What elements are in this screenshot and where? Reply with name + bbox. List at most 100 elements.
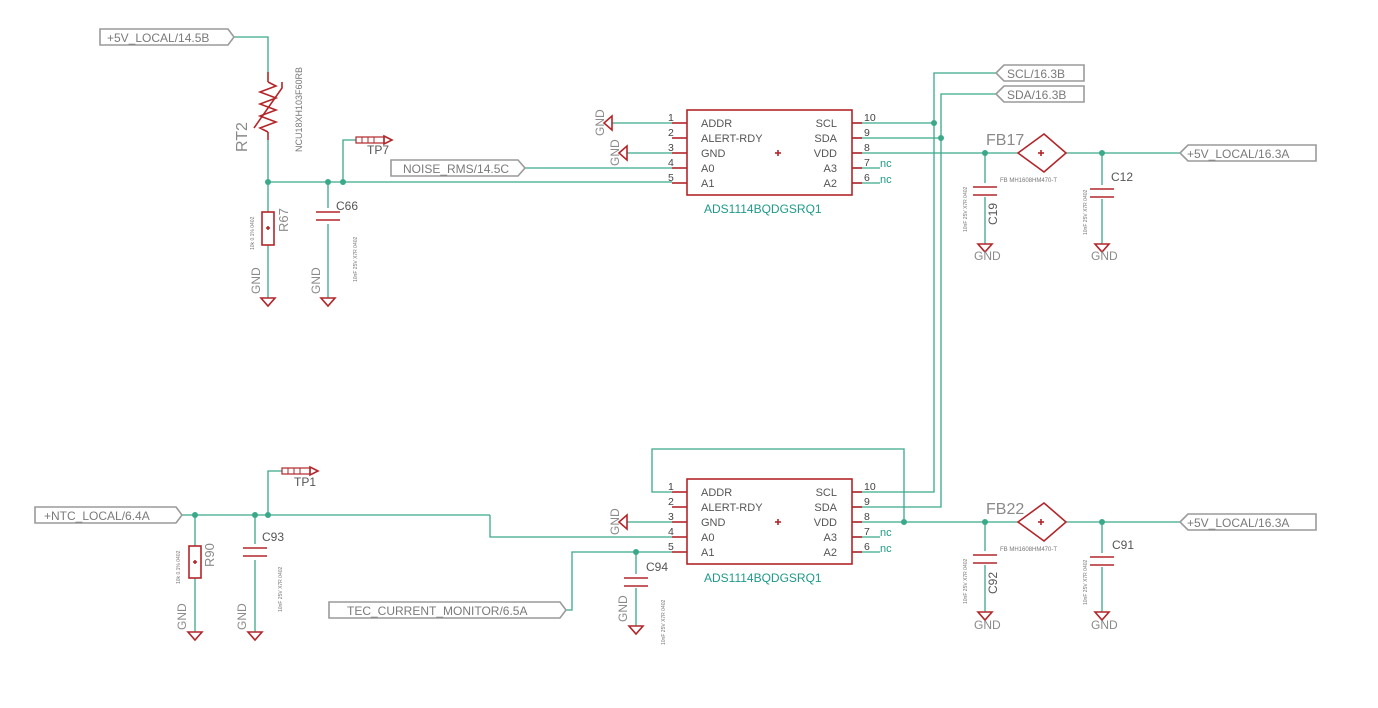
svg-text:GND: GND <box>974 618 1001 632</box>
adc-top-pin-num: 3 <box>668 142 674 154</box>
capacitor-c19: C19 10nF 25V X7R 0402 <box>963 186 1000 232</box>
c19-name: C19 <box>986 203 1000 225</box>
c94-value: 10nF 25V X7R 0402 <box>661 599 667 645</box>
svg-text:GND: GND <box>1091 618 1118 632</box>
adc-top-pin-num: 9 <box>864 127 870 139</box>
adc-top-pin-label: GND <box>701 148 726 160</box>
fb22-name: FB22 <box>986 501 1024 518</box>
c92-value: 10nF 25V X7R 0402 <box>963 558 969 604</box>
c94-name: C94 <box>646 560 668 574</box>
tp1-name: TP1 <box>294 475 316 489</box>
adc-bottom-pin-num: 2 <box>668 496 674 508</box>
capacitor-c91: C91 10nF 25V X7R 0402 <box>1083 538 1134 605</box>
svg-text:GND: GND <box>235 603 249 630</box>
capacitor-c92: C92 10nF 25V X7R 0402 <box>963 554 1000 604</box>
capacitor-c94: C94 10nF 25V X7R 0402 <box>624 560 668 645</box>
svg-text:+5V_LOCAL/14.5B: +5V_LOCAL/14.5B <box>107 31 209 45</box>
adc-bottom-pin-label: SCL <box>816 487 837 499</box>
gnd-symbol: GND <box>175 603 204 642</box>
svg-text:NOISE_RMS/14.5C: NOISE_RMS/14.5C <box>403 162 509 176</box>
svg-text:GND: GND <box>608 139 622 166</box>
svg-text:GND: GND <box>175 603 189 630</box>
svg-text:GND: GND <box>974 249 1001 263</box>
c12-name: C12 <box>1111 170 1133 184</box>
test-point-tp1: TP1 <box>281 465 320 489</box>
svg-text:TEC_CURRENT_MONITOR/6.5A: TEC_CURRENT_MONITOR/6.5A <box>347 604 527 618</box>
fb17-name: FB17 <box>986 132 1024 149</box>
nc-marker: nc <box>880 543 892 555</box>
gnd-symbol: GND <box>309 267 337 308</box>
svg-text:GND: GND <box>1091 249 1118 263</box>
gnd-symbol: GND <box>1091 611 1118 632</box>
adc-bottom-pin-num: 4 <box>668 526 674 538</box>
capacitor-c93: C93 10nF 25V X7R 0402 <box>243 530 284 612</box>
adc-bottom-pin-num: 6 <box>864 541 870 553</box>
gnd-symbol: GND <box>608 139 628 166</box>
adc-top-pin-num: 10 <box>864 112 876 124</box>
adc-bottom: 1 2 3 4 5 ADDR ALERT-RDY GND A0 A1 SCL S… <box>668 478 892 585</box>
adc-top-pin-num: 2 <box>668 127 674 139</box>
fb17-value: FB MH1608HM470-T <box>1000 178 1057 184</box>
net-label-ntc-local: +NTC_LOCAL/6.4A <box>34 506 183 524</box>
adc-top-pin-num: 1 <box>668 112 674 124</box>
test-point-tp7: TP7 <box>355 134 394 157</box>
wires-bottom <box>182 448 1180 632</box>
gnd-symbol: GND <box>616 595 645 636</box>
fb22-value: FB MH1608HM470-T <box>1000 547 1057 553</box>
adc-top-name: ADS1114BQDGSRQ1 <box>704 202 822 216</box>
adc-top-pin-label: ALERT-RDY <box>701 133 763 145</box>
svg-text:GND: GND <box>608 508 622 535</box>
net-label-tec-current-monitor: TEC_CURRENT_MONITOR/6.5A <box>328 601 567 619</box>
adc-bottom-pin-label: ADDR <box>701 487 732 499</box>
adc-bottom-pin-label: VDD <box>814 517 837 529</box>
adc-bottom-pin-label: GND <box>701 517 726 529</box>
adc-bottom-pin-num: 3 <box>668 511 674 523</box>
adc-bottom-pin-num: 7 <box>864 526 870 538</box>
resistor-r90: R90 10k 0.1% 0402 <box>176 543 217 584</box>
svg-text:GND: GND <box>616 595 630 622</box>
c66-value: 10nF 25V X7R 0402 <box>353 236 359 282</box>
adc-top-pin-label: ADDR <box>701 118 732 130</box>
c66-name: C66 <box>336 199 358 213</box>
c93-name: C93 <box>262 530 284 544</box>
adc-top-pin-label: A3 <box>824 163 837 175</box>
svg-text:GND: GND <box>309 267 323 294</box>
adc-bottom-pin-num: 1 <box>668 481 674 493</box>
nc-marker: nc <box>880 527 892 539</box>
r90-name: R90 <box>202 543 217 567</box>
r67-value: 10k 0.1% 0402 <box>250 216 256 250</box>
adc-top-pin-label: VDD <box>814 148 837 160</box>
adc-bottom-pin-label: A1 <box>701 547 714 559</box>
junction-dots <box>192 120 1105 555</box>
adc-top-pin-num: 5 <box>668 172 674 184</box>
adc-top-pin-label: A2 <box>824 178 837 190</box>
adc-bottom-pin-label: ALERT-RDY <box>701 502 763 514</box>
c92-name: C92 <box>986 572 1000 594</box>
adc-top-pin-label: A0 <box>701 163 714 175</box>
adc-bottom-pin-num: 9 <box>864 496 870 508</box>
rt2-name: RT2 <box>234 122 251 152</box>
c91-name: C91 <box>1112 538 1134 552</box>
gnd-symbol: GND <box>608 508 628 535</box>
gnd-symbol: GND <box>249 267 277 308</box>
svg-text:+5V_LOCAL/16.3A: +5V_LOCAL/16.3A <box>1187 147 1289 161</box>
adc-bottom-pin-label: SDA <box>814 502 837 514</box>
adc-bottom-pin-num: 8 <box>864 511 870 523</box>
gnd-symbol: GND <box>593 109 613 136</box>
adc-top-pin-num: 4 <box>668 157 674 169</box>
svg-text:SDA/16.3B: SDA/16.3B <box>1007 88 1066 102</box>
gnd-symbol: GND <box>235 603 264 642</box>
net-label-sda: SDA/16.3B <box>994 85 1085 103</box>
svg-text:SCL/16.3B: SCL/16.3B <box>1007 67 1065 81</box>
net-label-scl: SCL/16.3B <box>994 64 1085 82</box>
adc-bottom-pin-label: A2 <box>824 547 837 559</box>
net-label-5v-local-16-3a-top: +5V_LOCAL/16.3A <box>1178 144 1317 162</box>
rt2-value: NCU18XH103F60RB <box>294 67 304 152</box>
c91-value: 10nF 25V X7R 0402 <box>1083 559 1089 605</box>
capacitor-c66: C66 10nF 25V X7R 0402 <box>316 199 359 282</box>
wires-top <box>234 36 1180 508</box>
c93-value: 10nF 25V X7R 0402 <box>278 566 284 612</box>
tp7-name: TP7 <box>367 143 389 157</box>
resistor-r67: R67 10k 0.1% 0402 <box>250 208 291 250</box>
